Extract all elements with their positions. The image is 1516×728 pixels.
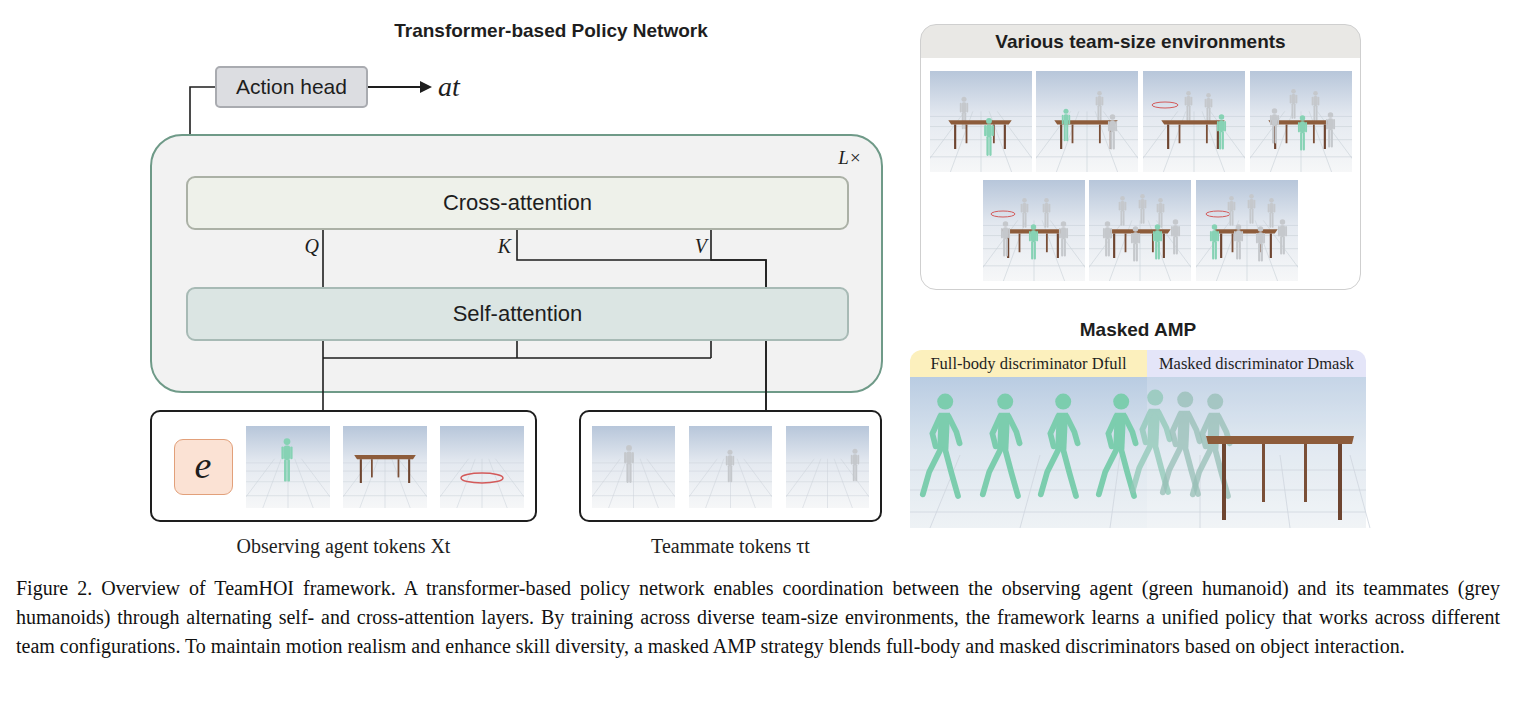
transformer-block: L× Cross-attentionSelf-attention — [150, 134, 883, 393]
node-text: L× — [832, 146, 868, 170]
embedding-token: e — [174, 439, 233, 495]
node-text: Cross-attention — [188, 178, 847, 228]
attention-layer: Cross-attention — [186, 176, 849, 230]
node-text: Masked AMP — [910, 318, 1366, 342]
edge-label: Q — [297, 234, 319, 258]
node-text: Various team-size environments — [921, 25, 1360, 58]
figure-caption: Figure 2. Overview of TeamHOI framework.… — [16, 574, 1500, 661]
environment-panel: Various team-size environments — [920, 24, 1361, 290]
connector-line — [190, 87, 215, 134]
node-text: Action head — [217, 68, 366, 106]
edge-label: V — [685, 234, 707, 258]
edge-label: K — [489, 234, 511, 258]
node-text: Observing agent tokens Xt — [130, 533, 557, 559]
action-head-box: Action head — [215, 66, 368, 108]
output-arrow — [368, 81, 432, 93]
node-text: Masked discriminator Dmask — [1147, 350, 1366, 377]
token-group: Teammate tokens τt — [579, 410, 882, 522]
masked-amp-illustration — [910, 377, 1370, 528]
masked-amp-panel: Masked AMPFull-body discriminator DfullM… — [910, 350, 1366, 528]
discriminator-band: Masked discriminator Dmask — [1147, 350, 1366, 377]
output-symbol: at — [438, 70, 482, 104]
attention-layer: Self-attention — [186, 287, 849, 341]
section-title: Transformer-based Policy Network — [300, 18, 802, 44]
node-text: Full-body discriminator Dfull — [910, 350, 1147, 377]
discriminator-band: Full-body discriminator Dfull — [910, 350, 1147, 377]
node-text: e — [175, 438, 231, 491]
token-group: Observing agent tokens Xte — [150, 410, 537, 522]
node-text: Self-attention — [188, 289, 847, 339]
node-text: Teammate tokens τt — [569, 533, 892, 559]
